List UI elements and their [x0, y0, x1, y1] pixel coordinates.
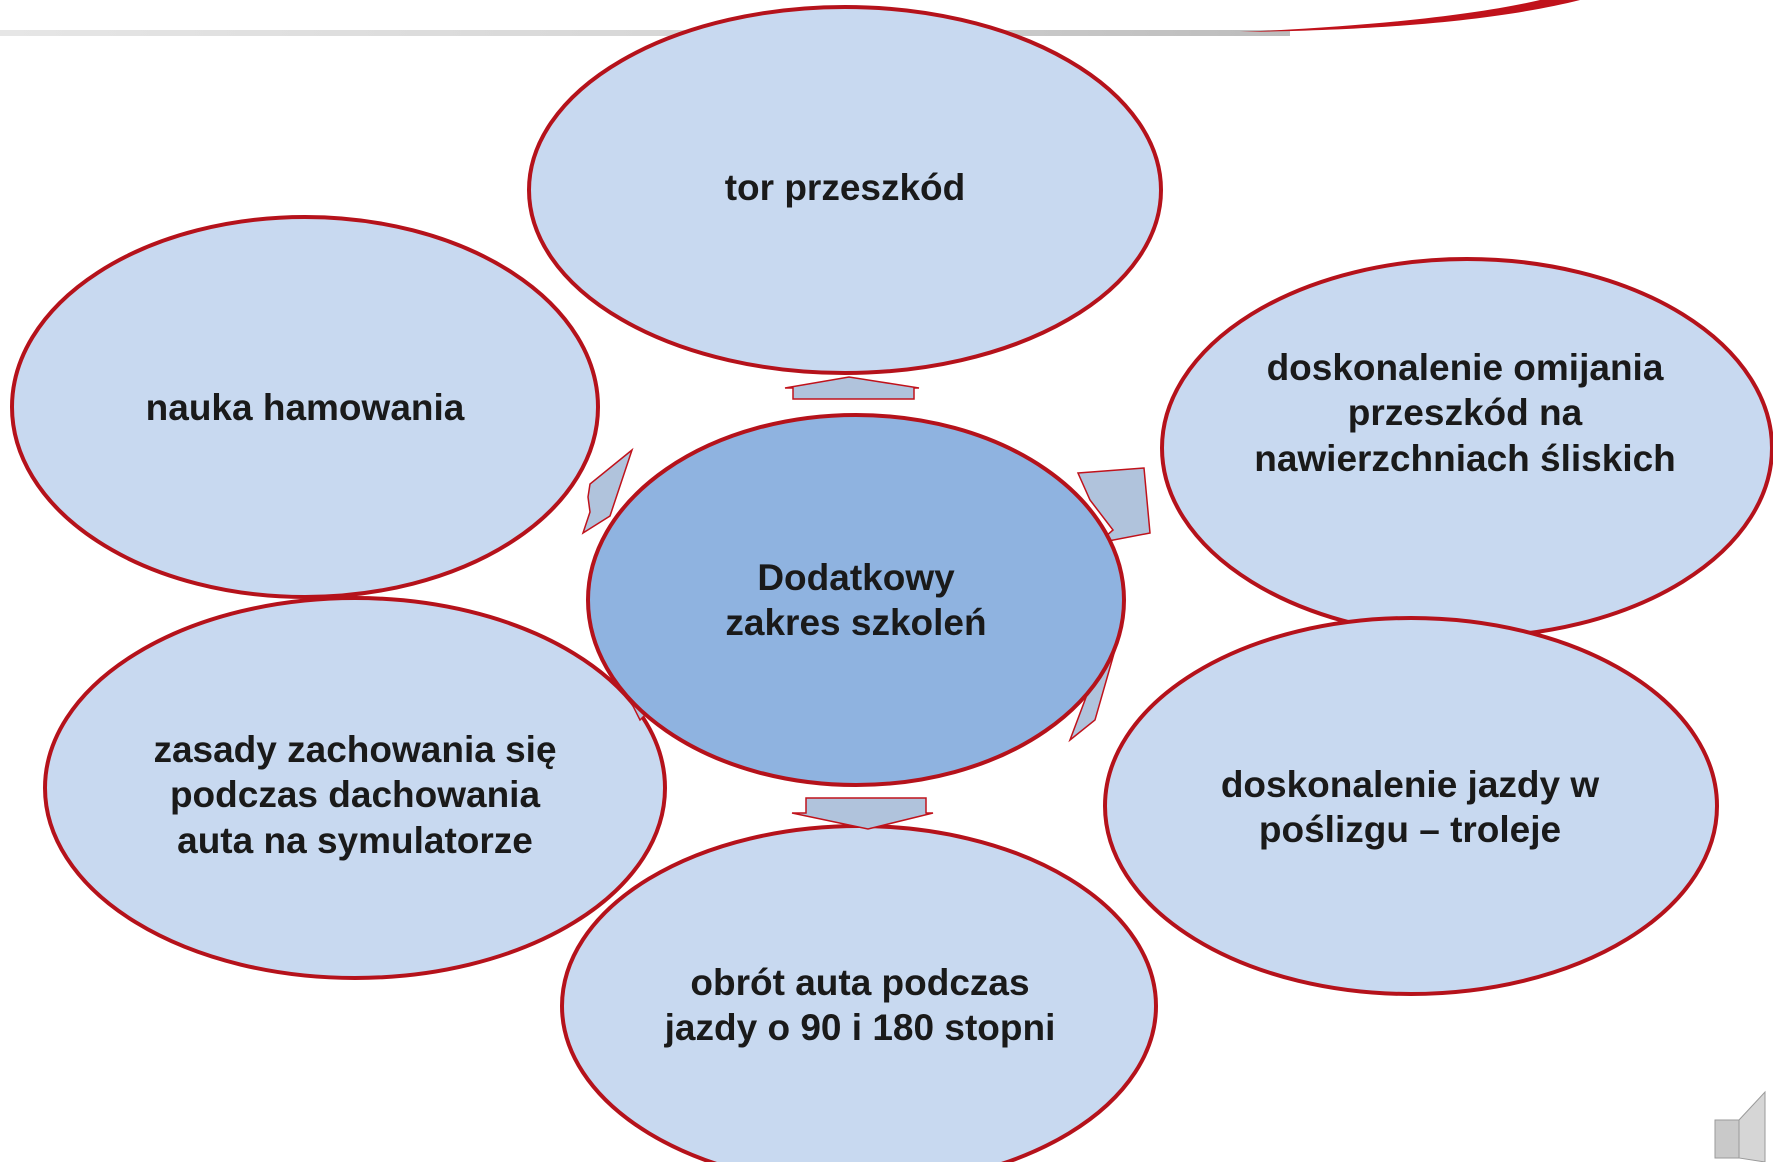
node-label-tor: tor przeszkód [724, 167, 966, 209]
speaker-icon[interactable] [1714, 1090, 1766, 1162]
ellipse-poslizg [1103, 616, 1719, 996]
header-line [0, 30, 1290, 36]
node-label-poslizg: doskonalenie jazdy w poślizgu – troleje [1220, 763, 1600, 850]
ellipse-hamowanie [10, 215, 600, 599]
arrow-up [784, 376, 920, 400]
ellipse-dachowanie [43, 596, 667, 980]
header-swoosh [1240, 0, 1580, 32]
node-label-obrot: obrót auta podczas jazdy o 90 i 180 stop… [664, 961, 1056, 1048]
arrow-down [791, 797, 934, 830]
node-label-dachowanie: zasady zachowania się podczas dachowania… [153, 729, 557, 861]
center-label: Dodatkowy zakres szkoleń [725, 556, 987, 643]
arrow-upper-left [581, 447, 634, 535]
node-label-hamowanie: nauka hamowania [145, 387, 465, 429]
ellipse-tor [527, 5, 1163, 375]
node-label-omijanie: doskonalenie omijania przeszkód na nawie… [1254, 347, 1676, 479]
ellipse-center [586, 413, 1126, 787]
